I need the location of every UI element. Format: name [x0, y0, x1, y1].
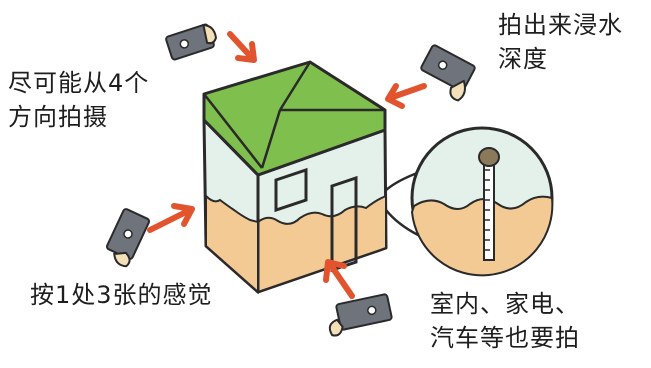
caption-line: 汽车等也要拍 — [430, 324, 580, 352]
caption-bottom-right: 室内、家电、 汽车等也要拍 — [430, 287, 580, 355]
house-door — [330, 175, 358, 273]
caption-line: 室内、家电、 — [430, 290, 580, 318]
caption-line: 尽可能从4个 — [8, 69, 150, 97]
zoom-flood — [410, 195, 554, 277]
caption-line: 拍出来浸水 — [498, 11, 623, 39]
caption-bottom-left: 按1处3张的感觉 — [30, 278, 213, 312]
caption-line: 按1处3张的感觉 — [30, 281, 213, 309]
arrow-icon — [227, 31, 257, 63]
caption-top-right: 拍出来浸水 深度 — [498, 8, 623, 76]
arrow-icon — [147, 203, 195, 233]
camera-icon — [328, 293, 393, 337]
caption-line: 方向拍摄 — [8, 103, 108, 131]
flood-left-wall — [205, 193, 259, 295]
arrow-icon — [323, 259, 355, 299]
flood-right-wall — [257, 194, 387, 294]
caption-top-left: 尽可能从4个 方向拍摄 — [8, 66, 149, 134]
arrow-icon — [385, 83, 427, 109]
measuring-pole-icon — [478, 147, 500, 261]
caption-line: 深度 — [498, 45, 548, 73]
camera-icon — [106, 208, 150, 268]
camera-icon — [420, 44, 476, 102]
house-window — [274, 167, 308, 213]
camera-icon — [165, 23, 217, 61]
